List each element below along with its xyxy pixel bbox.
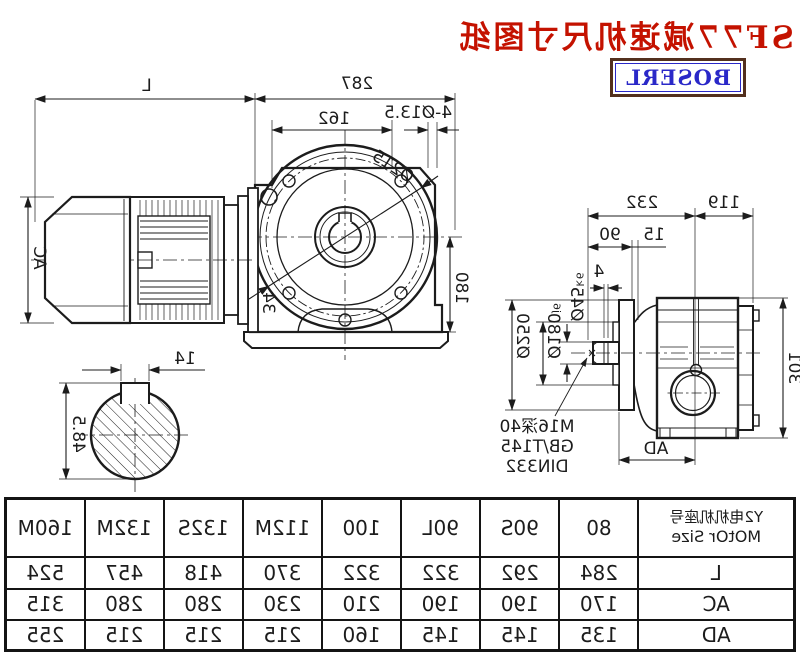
table-cell: 322 [401, 556, 481, 589]
table-cell: 418 [163, 556, 243, 589]
bolt-hole [394, 286, 408, 300]
tap-note-line2: GB/T145 [500, 437, 573, 457]
row-label: AD [638, 619, 795, 651]
dim-label-15: 15 [643, 225, 665, 245]
table-header-row: Y2电机机座号 MOtOr Size 80 90S 90L 100 112M 1… [5, 498, 795, 557]
dim-label-301: 301 [784, 352, 800, 384]
table-row-L: L 284 292 322 322 370 418 457 524 [5, 556, 795, 589]
dim-label-180: 180 [451, 272, 471, 304]
header-en: MOtOr Size [671, 527, 762, 547]
dim-label-L: L [142, 76, 152, 96]
dim-label-bore-key-height: 48.5 [68, 415, 88, 453]
dim-label-flange-dia: Ø215 [368, 146, 417, 188]
dim-label-shaft-dia: Ø45ᵏ⁶ [566, 272, 586, 321]
motor-size-table: Y2电机机座号 MOtOr Size 80 90S 90L 100 112M 1… [4, 497, 796, 652]
dim-label-4: 4 [594, 262, 605, 282]
table-cell: 190 [480, 588, 560, 620]
side-view-dimensions: 119 232 90 15 4 Ø45ᵏ⁶ Ø180ʲ⁶ [500, 193, 800, 477]
motor-frame-col: 132S [163, 498, 243, 557]
motor-frame-col: 160M [5, 498, 85, 557]
dim-label-spigot-dia: Ø180ʲ⁶ [543, 303, 563, 359]
table-cell: 292 [480, 556, 560, 589]
dim-label-287: 287 [341, 74, 373, 94]
table-cell: 215 [84, 619, 164, 651]
technical-drawing: L 287 162 4-Ø13.5 Ø215 180 AC [20, 74, 800, 492]
tap-note-line3: DIN332 [505, 457, 568, 477]
table-cell: 524 [5, 556, 85, 589]
table-cell: 322 [322, 556, 402, 589]
output-flange-plate [618, 299, 635, 411]
tap-note-line1: M16深40 [500, 417, 575, 437]
row-label: L [638, 556, 795, 589]
bolt-hole [394, 174, 408, 188]
table-cell: 457 [84, 556, 164, 589]
fan-cover [43, 195, 132, 325]
side-view [568, 296, 760, 440]
table-row-AC: AC 170 190 190 210 230 280 280 315 [5, 588, 795, 620]
table-cell: 145 [401, 619, 481, 651]
table-cell: 190 [401, 588, 481, 620]
dim-label-AC: AC [29, 246, 49, 269]
table-cell: 215 [242, 619, 322, 651]
dim-label-90: 90 [599, 225, 621, 245]
table-cell: 135 [559, 619, 639, 651]
row-label: AC [638, 588, 795, 620]
dim-label-flange-od: Ø250 [512, 313, 532, 359]
table-cell: 284 [559, 556, 639, 589]
motor-frame-col: 132M [84, 498, 164, 557]
table-cell: 230 [242, 588, 322, 620]
motor-frame-col: 112M [242, 498, 322, 557]
dim-label-bolt-holes: 4-Ø13.5 [384, 103, 452, 123]
table-cell: 280 [163, 588, 243, 620]
table-cell: 160 [322, 619, 402, 651]
motor-frame-col: 90L [401, 498, 481, 557]
table-cell: 215 [163, 619, 243, 651]
table-header-motor-size: Y2电机机座号 MOtOr Size [638, 498, 795, 557]
shaft-section-view: 14 48.5 [59, 349, 205, 492]
header-cn: Y2电机机座号 [669, 508, 764, 527]
dim-label-119: 119 [708, 193, 740, 213]
table-cell: 280 [84, 588, 164, 620]
table-cell: 315 [5, 588, 85, 620]
dim-label-232: 232 [626, 193, 658, 213]
bolt-hole [282, 286, 296, 300]
motor-frame-col: 90S [480, 498, 560, 557]
table-cell: 210 [322, 588, 402, 620]
motor-frame-col: 80 [559, 498, 639, 557]
table-cell: 255 [5, 619, 85, 651]
dim-label-34: 34 [258, 292, 278, 314]
table-cell: 145 [480, 619, 560, 651]
dim-label-162: 162 [318, 109, 350, 129]
table-cell: 170 [559, 588, 639, 620]
table-row-AD: AD 135 145 145 160 215 215 215 255 [5, 619, 795, 651]
dim-label-key-width: 14 [174, 349, 196, 369]
dim-label-AD: AD [644, 439, 669, 459]
motor-frame-col: 100 [322, 498, 402, 557]
table-cell: 370 [242, 556, 322, 589]
bolt-hole [282, 174, 296, 188]
front-view [28, 130, 462, 360]
